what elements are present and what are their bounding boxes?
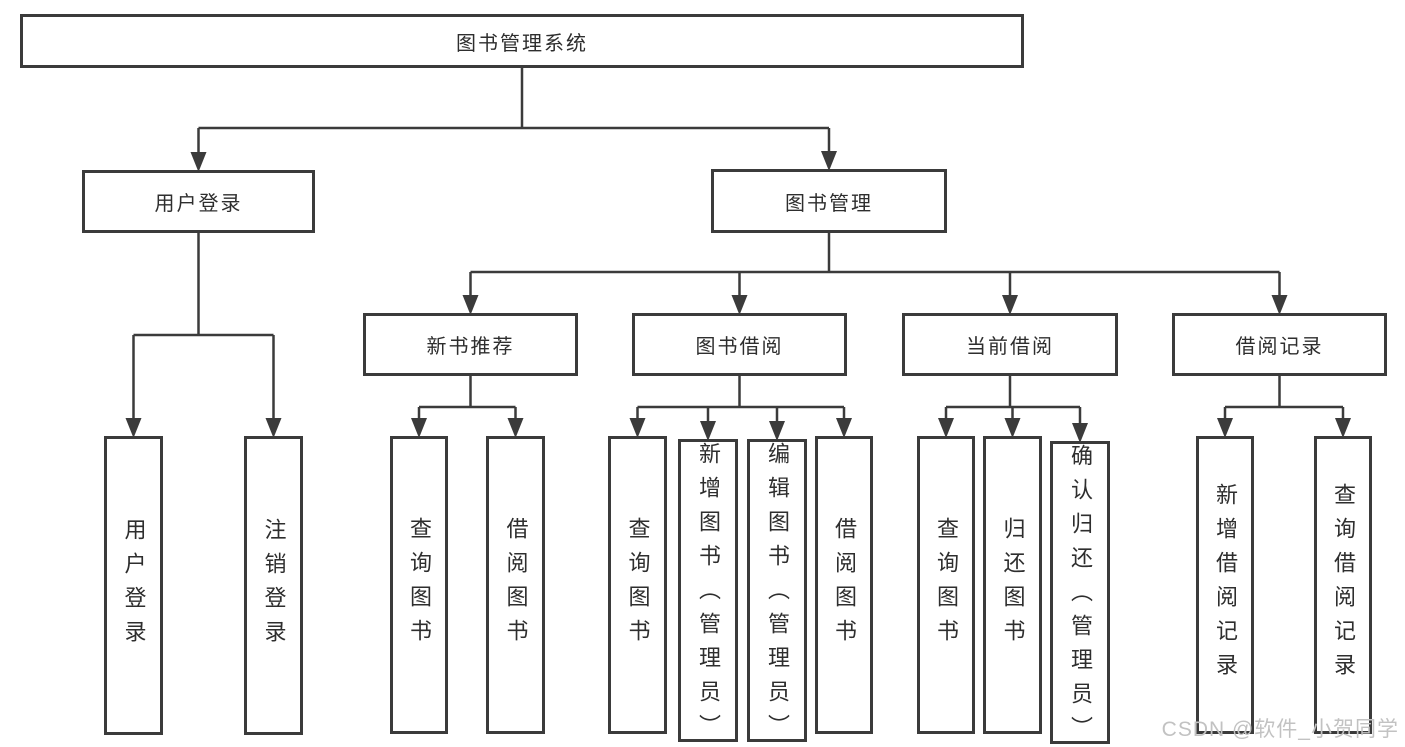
node-label-root: 图书管理系统	[456, 32, 588, 55]
node-label-leaf-borrow-books-2: 借阅图书	[832, 517, 857, 653]
node-label-leaf-user-login: 用户登录	[121, 517, 147, 654]
node-label-leaf-edit-book: 编辑图书（管理员）	[765, 442, 790, 747]
node-label-leaf-add-record: 新增借阅记录	[1213, 483, 1238, 687]
arrowhead-icon	[836, 418, 852, 438]
node-leaf-logout: 注销登录	[244, 436, 303, 735]
node-leaf-query-books-3: 查询图书	[917, 436, 975, 734]
node-label-new-book: 新书推荐	[426, 336, 515, 358]
arrowhead-icon	[938, 418, 954, 438]
node-leaf-return-book: 归还图书	[983, 436, 1042, 734]
node-leaf-add-record: 新增借阅记录	[1196, 436, 1254, 734]
node-label-current-borrow: 当前借阅	[966, 336, 1054, 358]
node-label-leaf-add-book: 新增图书（管理员）	[696, 442, 721, 747]
arrowhead-icon	[769, 421, 785, 441]
arrowhead-icon	[700, 421, 716, 441]
node-label-leaf-query-record: 查询借阅记录	[1331, 483, 1356, 687]
arrowhead-icon	[629, 418, 646, 438]
node-leaf-user-login: 用户登录	[104, 436, 163, 735]
node-label-book-mgmt: 图书管理	[785, 192, 873, 215]
node-leaf-add-book: 新增图书（管理员）	[678, 439, 738, 747]
node-root: 图书管理系统	[20, 14, 1024, 68]
node-borrow-record: 借阅记录	[1172, 313, 1387, 376]
node-label-leaf-logout: 注销登录	[261, 517, 287, 654]
node-label-leaf-confirm-return: 确认归还（管理员）	[1068, 444, 1093, 747]
node-current-borrow: 当前借阅	[902, 313, 1118, 376]
node-book-borrow: 图书借阅	[632, 313, 847, 376]
node-label-book-borrow: 图书借阅	[695, 336, 784, 358]
node-label-user-login: 用户登录	[154, 193, 243, 215]
node-label-leaf-query-books-2: 查询图书	[625, 517, 651, 653]
arrowhead-icon	[1004, 418, 1021, 438]
arrowhead-icon	[462, 295, 479, 315]
node-label-leaf-query-books-1: 查询图书	[407, 517, 432, 653]
arrowhead-icon	[190, 152, 207, 172]
node-label-leaf-query-books-3: 查询图书	[934, 517, 959, 653]
node-leaf-confirm-return: 确认归还（管理员）	[1050, 441, 1110, 747]
node-leaf-borrow-books-2: 借阅图书	[815, 436, 873, 734]
arrowhead-icon	[1072, 423, 1088, 443]
node-book-mgmt: 图书管理	[711, 169, 947, 233]
node-label-borrow-record: 借阅记录	[1235, 336, 1324, 358]
arrowhead-icon	[1217, 418, 1233, 438]
arrowhead-icon	[1335, 418, 1351, 438]
node-leaf-edit-book: 编辑图书（管理员）	[747, 439, 807, 747]
arrowhead-icon	[731, 295, 748, 315]
arrowhead-icon	[265, 418, 282, 438]
arrowhead-icon	[125, 418, 142, 438]
node-leaf-borrow-books-1: 借阅图书	[486, 436, 545, 734]
arrowhead-icon	[411, 418, 427, 438]
node-user-login: 用户登录	[82, 170, 315, 233]
node-leaf-query-record: 查询借阅记录	[1314, 436, 1372, 734]
arrowhead-icon	[821, 151, 837, 171]
node-label-leaf-borrow-books-1: 借阅图书	[503, 517, 529, 653]
node-leaf-query-books-1: 查询图书	[390, 436, 448, 734]
arrowhead-icon	[507, 418, 524, 438]
csdn-watermark: CSDN @软件_小贺同学	[1161, 718, 1399, 741]
arrowhead-icon	[1271, 295, 1288, 315]
arrowhead-icon	[1002, 295, 1018, 315]
node-label-leaf-return-book: 归还图书	[1000, 517, 1026, 653]
